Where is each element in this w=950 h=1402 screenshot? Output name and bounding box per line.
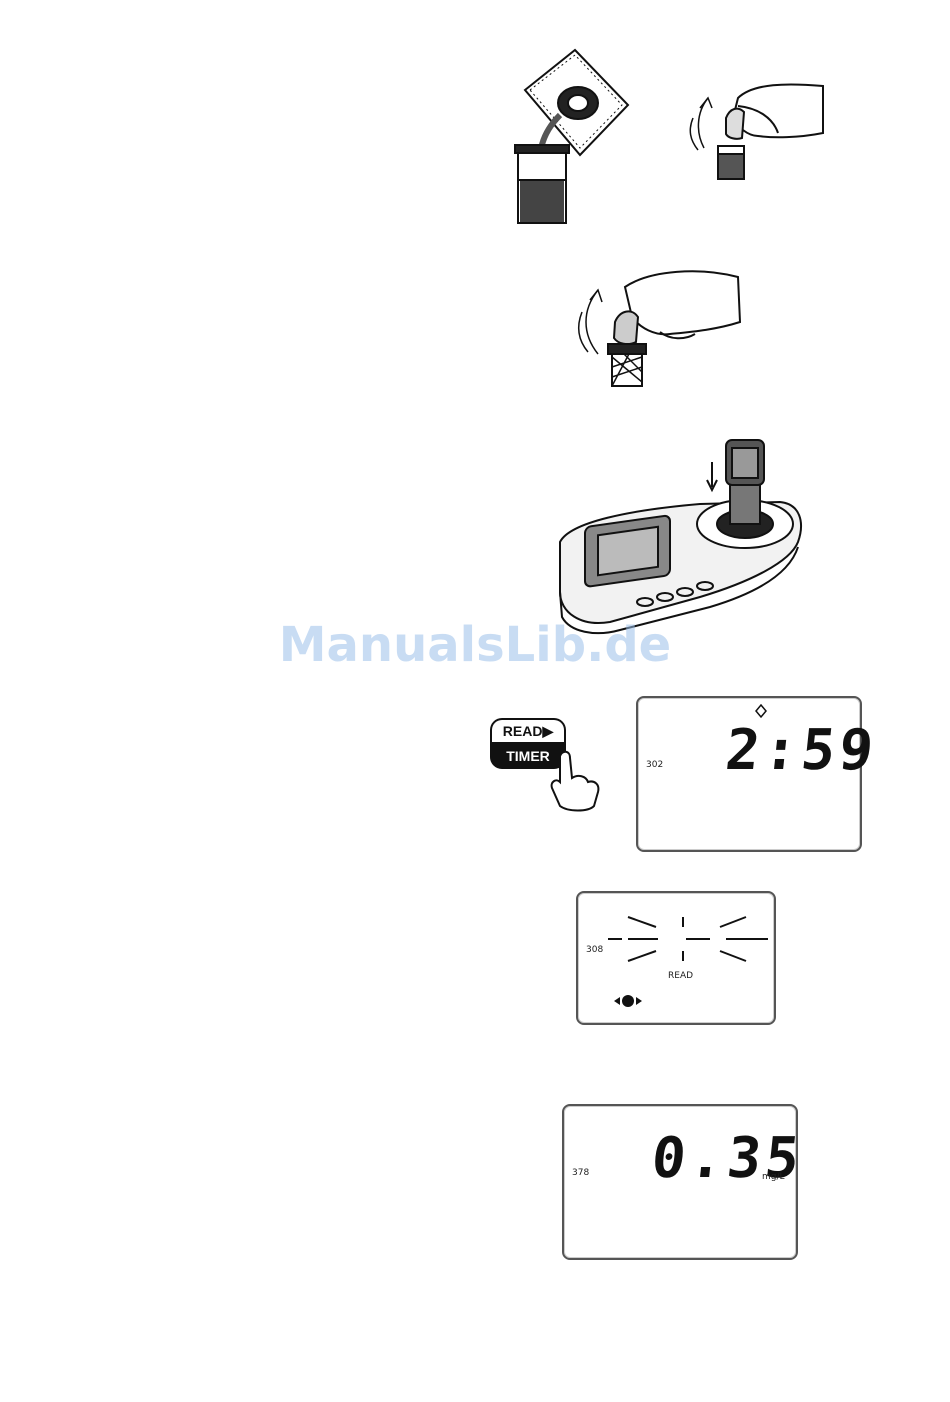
- meter-insert-cuvette-illustration: [550, 432, 810, 644]
- lcd-program-code: 378: [572, 1168, 589, 1178]
- shake-vial-illustration: [570, 262, 750, 392]
- lcd-timer-value: 2:59: [723, 718, 881, 783]
- lcd-status-label: READ: [668, 971, 693, 981]
- watermark: ManualsLib.de: [0, 617, 950, 673]
- lcd-display-reading: 308 READ: [576, 891, 776, 1025]
- shake-vial-illustration: [678, 78, 828, 188]
- lcd-program-code: 308: [586, 945, 603, 955]
- blinking-dashes-icon: [608, 909, 768, 969]
- read-button-label: READ▶: [490, 718, 566, 743]
- lcd-program-code: 302: [646, 760, 663, 770]
- pour-reagent-illustration: [500, 45, 640, 230]
- lcd-display-timer: 302 2:59: [636, 696, 862, 852]
- finger-press-icon: [548, 748, 603, 813]
- lcd-display-result: 378 0.35 mg/L: [562, 1104, 798, 1260]
- lamp-icon: [612, 993, 652, 1009]
- lcd-result-unit: mg/L: [762, 1172, 785, 1182]
